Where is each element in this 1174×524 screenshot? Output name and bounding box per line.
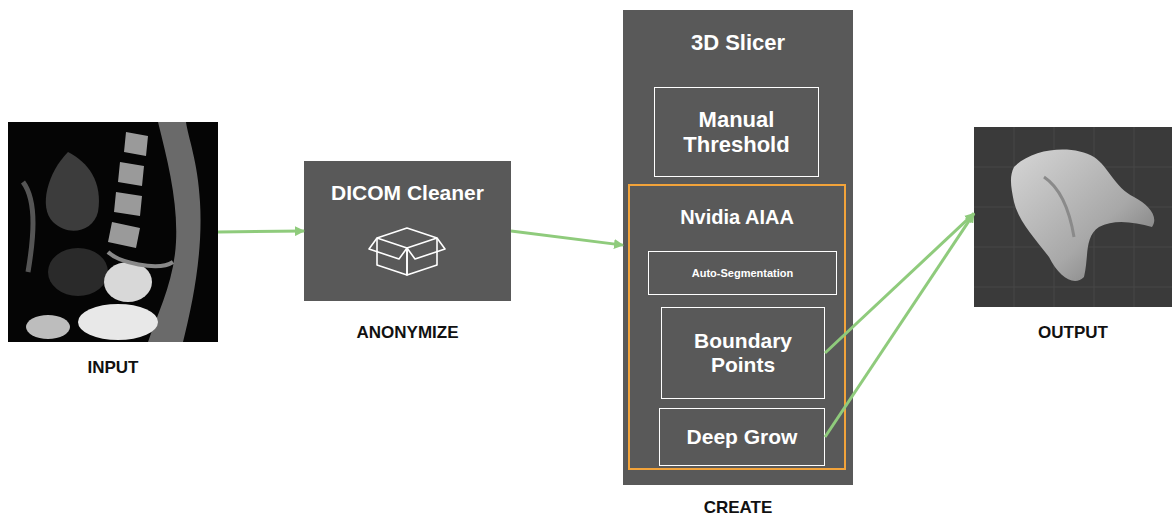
stage-label: OUTPUT [974,323,1172,343]
method-label: Auto-Segmentation [692,267,793,280]
box-icon [367,213,447,278]
tool-panel: 3D SlicerCREATEManual ThresholdNvidia AI… [623,10,853,485]
method-label: Manual Threshold [665,107,808,158]
method-box: Boundary Points [661,307,825,399]
stage-label: ANONYMIZE [304,323,511,343]
input-image-frame: INPUT [8,122,218,342]
method-box: Manual Threshold [654,87,819,177]
output-image-frame: OUTPUT [974,127,1172,307]
box-title: DICOM Cleaner [304,181,511,205]
method-label: Boundary Points [672,329,814,377]
mri-image [8,122,218,342]
group-box: Nvidia AIAA Auto-SegmentationBoundary Poi… [628,184,846,470]
panel-title: 3D Slicer [623,30,853,55]
flow-arrow [218,231,304,232]
stage-label: INPUT [8,358,218,378]
group-title: Nvidia AIAA [630,206,844,229]
process-box: DICOM CleanerANONYMIZE [304,161,511,301]
stage-label: CREATE [623,498,853,518]
method-box: Deep Grow [659,408,825,466]
method-box: Auto-Segmentation [648,251,837,295]
method-label: Deep Grow [687,425,798,449]
flow-arrow [511,231,623,245]
model-render [974,127,1172,307]
